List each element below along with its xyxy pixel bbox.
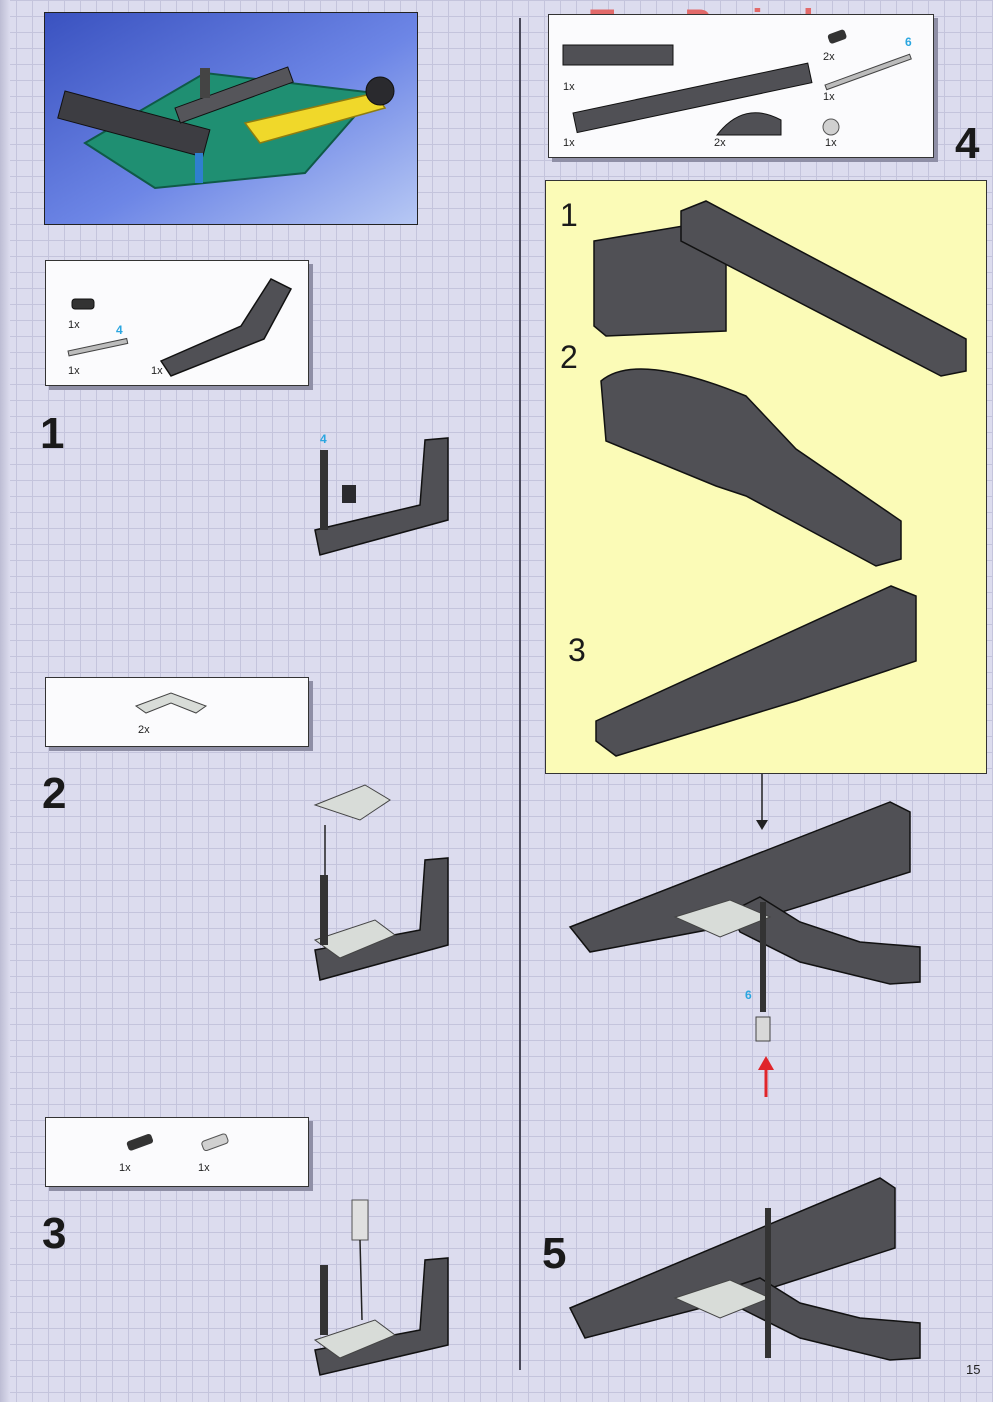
page-number: 15 — [966, 1362, 981, 1377]
step-number: 1 — [40, 409, 65, 458]
step-number: 2 — [42, 769, 67, 818]
step-3-parts-drawing — [126, 1133, 229, 1152]
part-qty: 2x — [138, 724, 150, 736]
part-qty: 1x — [563, 137, 575, 149]
substep-number: 3 — [568, 632, 586, 668]
axle-length-label: 4 — [116, 323, 123, 337]
step-3-assembly-drawing — [313, 1199, 449, 1376]
model-preview-drawing — [57, 66, 395, 190]
part-qty: 1x — [825, 137, 837, 149]
model-preview-image — [44, 12, 418, 225]
substep-number: 1 — [560, 197, 578, 233]
step-3-parts-box: 1x 1x — [45, 1117, 309, 1187]
step-4-parts-box: 1x 1x 2x 2x 1x 1x 6 — [548, 14, 934, 158]
part-qty: 1x — [68, 365, 80, 377]
step-4-parts-drawing — [562, 29, 912, 136]
part-qty: 1x — [119, 1162, 131, 1174]
step-1-parts-box: 1x 1x 1x 4 — [45, 260, 309, 386]
step-2-parts-drawing — [134, 692, 208, 714]
part-qty: 1x — [151, 365, 163, 377]
part-qty: 1x — [68, 319, 80, 331]
step-1-parts-drawing — [67, 278, 293, 377]
sub-assembly-panel: 1 2 3 — [545, 180, 987, 774]
step-number: 4 — [955, 119, 980, 168]
step-1-assembly-drawing — [314, 437, 449, 556]
step-number: 3 — [42, 1209, 67, 1258]
step-1-axle-callout: 4 — [320, 432, 327, 446]
step-2-assembly-drawing — [313, 784, 449, 981]
page-binding-shadow — [0, 0, 10, 1402]
step-5-axle-callout: 6 — [745, 988, 752, 1002]
column-divider — [519, 18, 521, 1370]
sub-assembly-drawing — [593, 200, 967, 757]
part-qty: 1x — [823, 91, 835, 103]
part-qty: 2x — [823, 51, 835, 63]
part-qty: 1x — [563, 81, 575, 93]
part-qty: 1x — [198, 1162, 210, 1174]
step-5-assembly-drawing — [568, 1177, 921, 1361]
axle-length-label: 6 — [905, 35, 912, 49]
step-2-parts-box: 2x — [45, 677, 309, 747]
substep-number: 2 — [560, 339, 578, 375]
part-qty: 2x — [714, 137, 726, 149]
step-4-assembly-drawing — [568, 774, 921, 1097]
step-number: 5 — [542, 1229, 567, 1278]
